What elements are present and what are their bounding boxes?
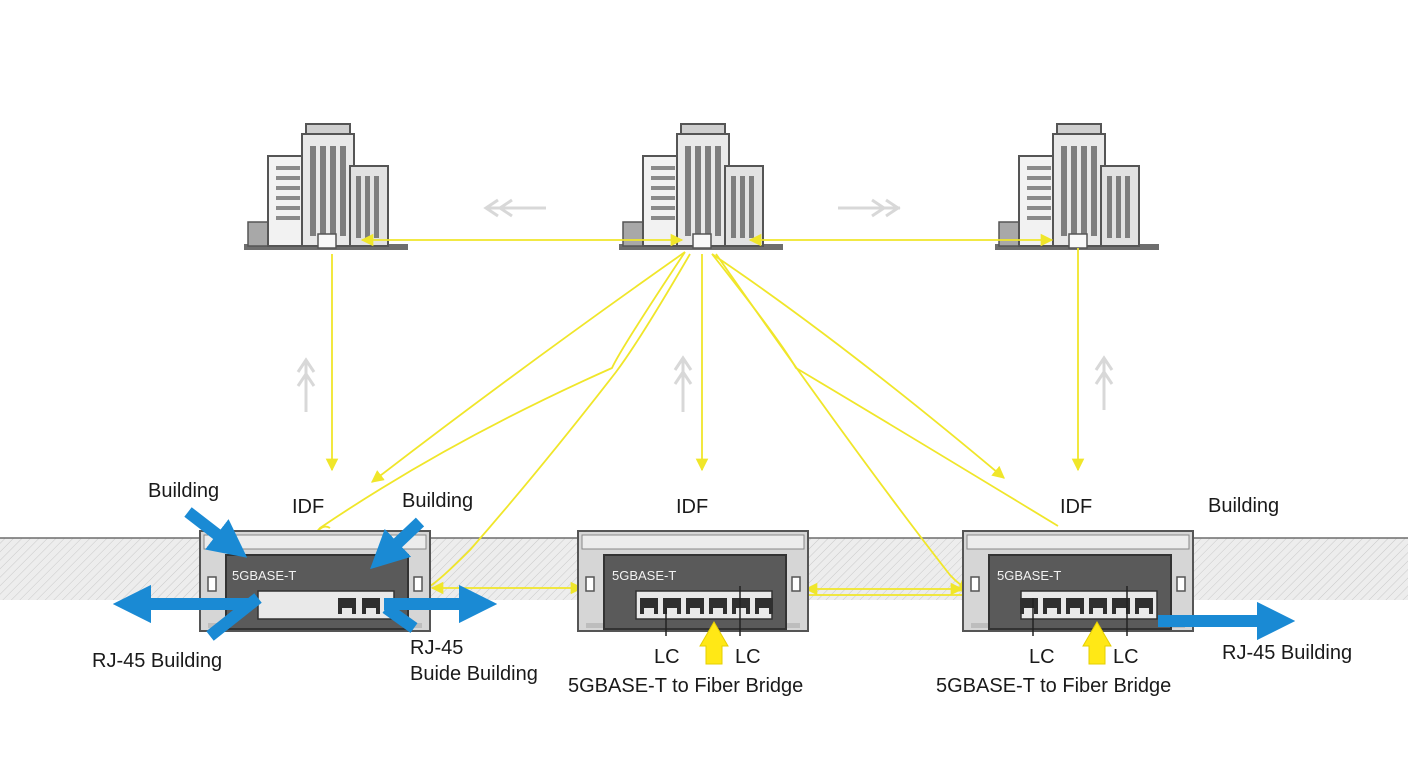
label-rj45-right-line1: RJ-45 bbox=[410, 637, 463, 659]
label-lc-right-left: LC bbox=[1029, 646, 1055, 668]
label-rj45-right-device: RJ-45 Building bbox=[1222, 642, 1352, 664]
rj45-port-icon bbox=[362, 598, 380, 614]
fiber-links bbox=[305, 233, 1085, 596]
label-lc-center-right: LC bbox=[735, 646, 761, 668]
idf-label-left: IDF bbox=[292, 496, 324, 518]
label-rj45-right-line2: Buide Building bbox=[410, 663, 538, 685]
rj45-port-icon bbox=[732, 598, 750, 614]
rj45-arrow-icon bbox=[370, 517, 425, 570]
up-arrow-icon bbox=[1082, 621, 1112, 665]
label-building-right: Building bbox=[1208, 495, 1279, 517]
label-lc-center-left: LC bbox=[654, 646, 680, 668]
rj45-arrow-icon bbox=[382, 603, 418, 633]
building-icon bbox=[994, 123, 1160, 251]
rj45-arrow-icon bbox=[184, 507, 248, 558]
up-arrow-icon bbox=[699, 621, 729, 665]
device-center-panel-label: 5GBASE-T bbox=[612, 568, 676, 583]
faint-arrows bbox=[296, 198, 1114, 412]
label-building-left-top: Building bbox=[148, 480, 219, 502]
rj45-port-icon bbox=[1066, 598, 1084, 614]
idf-label-right: IDF bbox=[1060, 496, 1092, 518]
device-right-panel-label: 5GBASE-T bbox=[997, 568, 1061, 583]
rj45-port-icon bbox=[338, 598, 356, 614]
rj45-port-icon bbox=[1135, 598, 1153, 614]
label-building-left-right: Building bbox=[402, 490, 473, 512]
rj45-port-icon bbox=[709, 598, 727, 614]
rj45-arrow-icon bbox=[206, 593, 262, 641]
rj45-port-icon bbox=[1020, 598, 1038, 614]
label-lc-right-right: LC bbox=[1113, 646, 1139, 668]
lc-ticks bbox=[665, 586, 1128, 636]
rj45-port-icon bbox=[1089, 598, 1107, 614]
label-rj45-left: RJ-45 Building bbox=[92, 650, 222, 672]
device-left-panel-label: 5GBASE-T bbox=[232, 568, 296, 583]
rj45-port-icon bbox=[686, 598, 704, 614]
rj45-port-icon bbox=[1043, 598, 1061, 614]
building-icon bbox=[243, 123, 409, 251]
rj45-port-icon bbox=[640, 598, 658, 614]
building-icon bbox=[618, 123, 784, 251]
rj45-port-icon bbox=[755, 598, 773, 614]
idf-label-center: IDF bbox=[676, 496, 708, 518]
label-bridge-center: 5GBASE-T to Fiber Bridge bbox=[568, 675, 803, 697]
label-bridge-right: 5GBASE-T to Fiber Bridge bbox=[936, 675, 1171, 697]
